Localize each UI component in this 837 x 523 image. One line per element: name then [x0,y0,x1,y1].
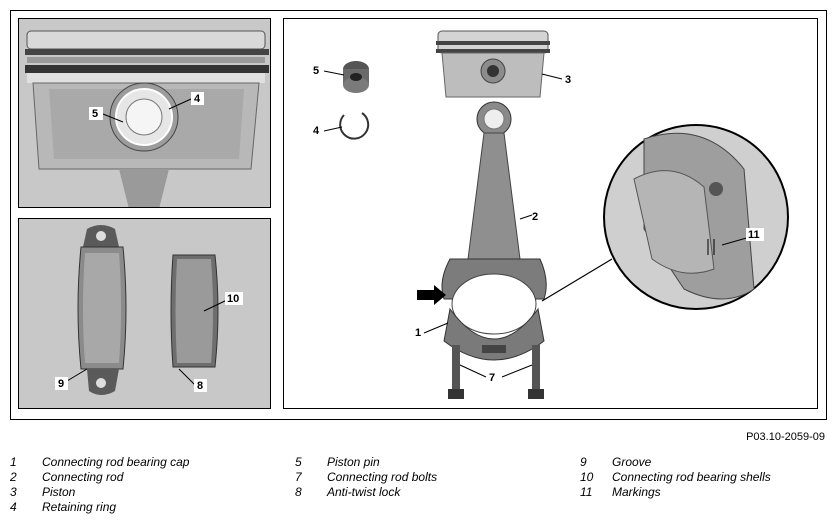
legend-number: 5 [295,455,302,469]
legend-number: 3 [10,485,17,499]
bearing-shells-panel: 10 9 8 [18,218,271,409]
exploded-view-panel: 5 4 3 2 1 7 [283,18,818,409]
legend-label: Connecting rod bolts [327,470,438,484]
piston-detail-panel: 5 4 [18,18,271,208]
legend-number: 7 [295,470,302,484]
legend-label: Piston [42,485,76,499]
callout-9: 9 [58,378,64,390]
bearing-shells-illustration: 10 9 8 [19,219,270,408]
legend-number: 10 [580,470,594,484]
legend-number: 9 [580,455,587,469]
callout-10: 10 [227,293,239,305]
callout-5: 5 [92,108,98,120]
legend-number: 8 [295,485,302,499]
callout-5-exploded: 5 [313,65,319,77]
legend-number: 4 [10,500,17,514]
callout-11: 11 [748,229,760,241]
legend-label: Anti-twist lock [327,485,401,499]
callout-4-exploded: 4 [313,125,320,137]
legend-label: Groove [612,455,652,469]
exploded-view-illustration: 5 4 3 2 1 7 [313,30,789,399]
callout-8: 8 [197,380,203,392]
callout-7: 7 [489,372,495,384]
callout-1: 1 [415,327,421,339]
legend-number: 2 [10,470,17,484]
callout-2: 2 [532,211,538,223]
figure-code: P03.10-2059-09 [746,431,825,443]
legend-number: 1 [10,455,17,469]
callout-4: 4 [194,93,201,105]
piston-detail-illustration: 5 4 [19,19,270,207]
callout-3: 3 [565,74,571,86]
legend-label: Connecting rod [42,470,124,484]
legend-label: Retaining ring [42,500,117,514]
legend-label: Markings [612,485,661,499]
legend-label: Connecting rod bearing cap [42,455,190,469]
legend-label: Connecting rod bearing shells [612,470,771,484]
legend-label: Piston pin [327,455,380,469]
legend-number: 11 [580,485,593,499]
